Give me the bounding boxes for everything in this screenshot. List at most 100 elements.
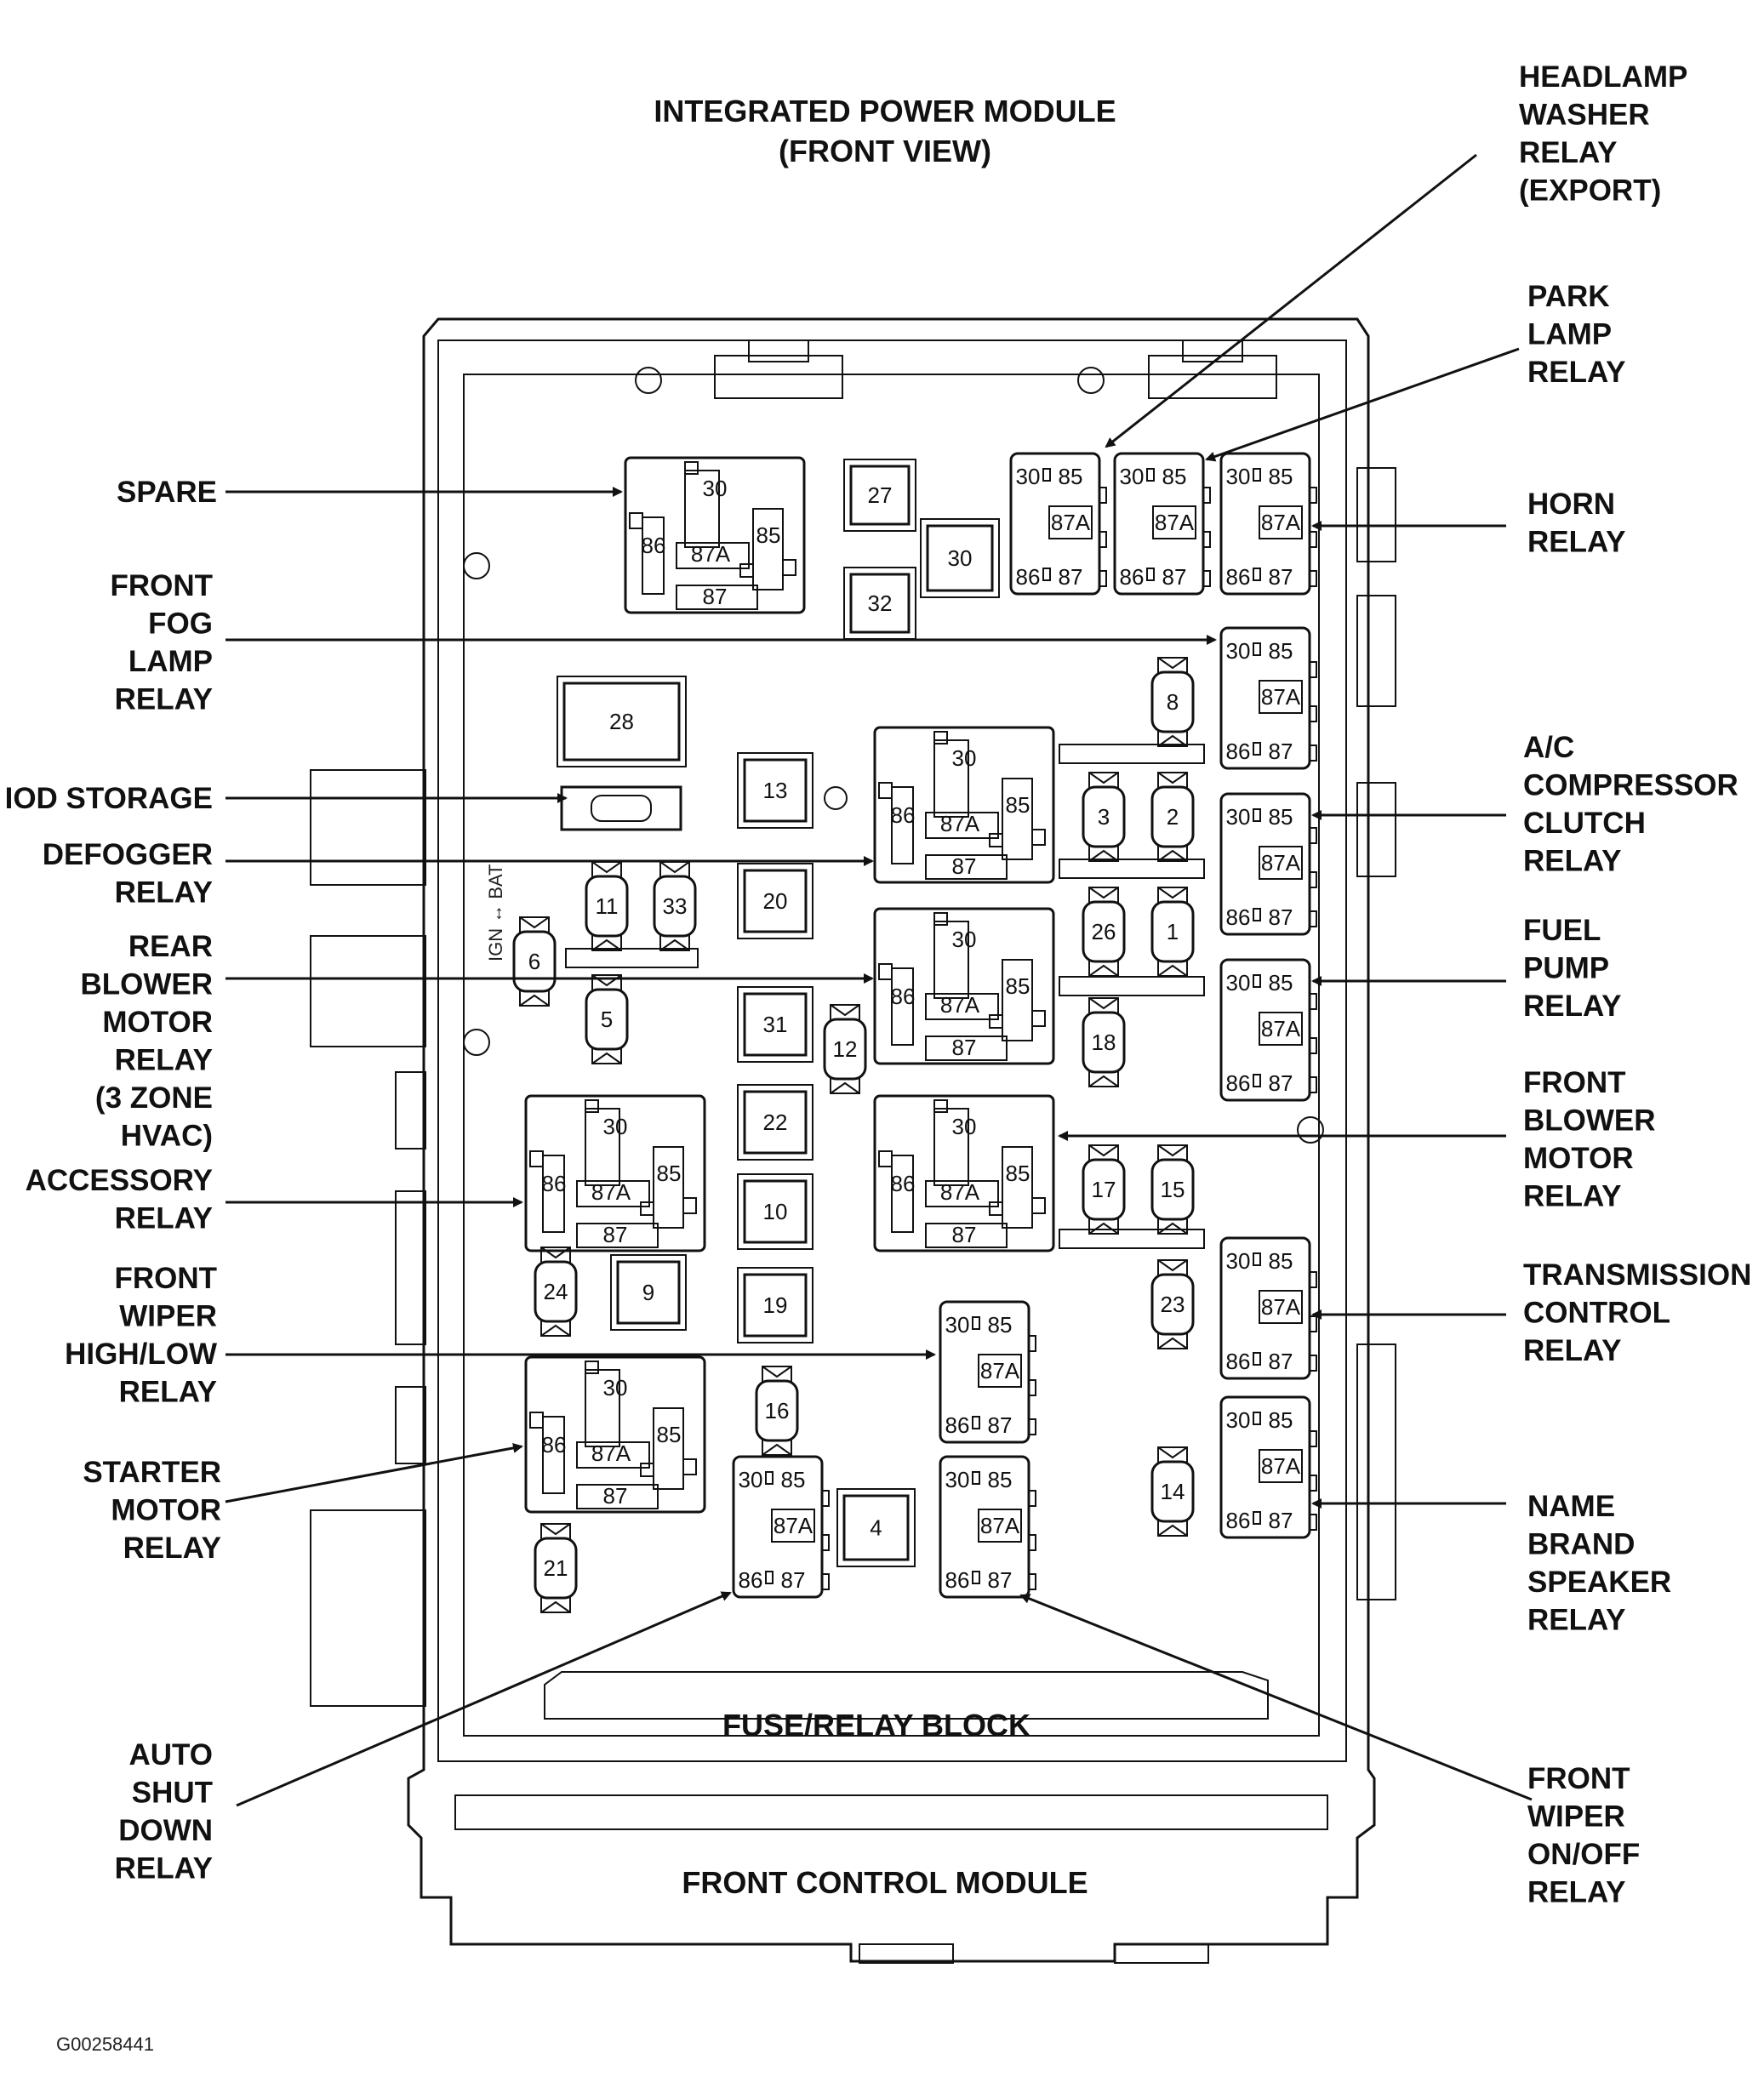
relay-pin-label: 30: [1226, 1248, 1251, 1274]
label-line: FRONT: [1523, 1066, 1626, 1099]
relay-pin-label: 87: [952, 1222, 977, 1247]
fuse-6: 6: [512, 916, 557, 1007]
label-line: RELAY: [1527, 356, 1625, 389]
relay-pin-label: 30: [1226, 464, 1251, 489]
label-line: WIPER: [1527, 1800, 1625, 1834]
fuse-number: 6: [528, 949, 540, 974]
label-line: RELAY: [1527, 526, 1625, 559]
label-iod-storage: IOD STORAGE: [5, 782, 213, 815]
relay-pin-label: 85: [1269, 804, 1293, 830]
fuse-number: 15: [1161, 1177, 1185, 1202]
relay-pin-label: 87: [988, 1412, 1013, 1438]
label-line: RELAY: [115, 1852, 213, 1885]
label-line: RELAY: [115, 1202, 213, 1235]
relay-pin-label: 86: [542, 1171, 567, 1196]
fuse-number: 20: [763, 888, 788, 914]
fuse-4: 4: [836, 1488, 916, 1567]
relay-pin-label: 85: [1269, 638, 1293, 664]
relay-pin-label: 30: [1120, 464, 1145, 489]
relay-pin-label: 86: [891, 1171, 916, 1196]
relay-pin-label: 85: [1269, 970, 1293, 996]
relay-pin-label: 30: [945, 1467, 970, 1492]
front-control-module-label: FRONT CONTROL MODULE: [682, 1865, 1088, 1900]
label-line: (3 ZONE: [95, 1081, 213, 1115]
fuse-23: 23: [1150, 1259, 1195, 1349]
label-line: ACCESSORY: [26, 1164, 213, 1197]
label-line: BLOWER: [80, 968, 213, 1001]
relay-pin-label: 87A: [1261, 510, 1301, 535]
fuse-28: 28: [557, 676, 687, 767]
relay-pin-label: 30: [952, 1114, 977, 1139]
label-line: SHUT: [132, 1777, 213, 1810]
relay-pin-label: 85: [1162, 464, 1187, 489]
front-control-module-text: FRONT CONTROL MODULE: [682, 1865, 1088, 1900]
relay-pin-label: 87A: [774, 1513, 813, 1538]
relay-pin-label: 86: [1016, 564, 1041, 590]
small-relays: 30 85 87A 86 87 30 85 87A 86 87 30 85 87A 86 87 30 85 87A…: [732, 452, 1317, 1599]
label-line: WASHER: [1519, 99, 1650, 132]
relay-pin-label: 87A: [591, 1179, 631, 1205]
relay-pin-label: 87A: [691, 541, 731, 567]
relay-pin-label: 87A: [940, 1179, 980, 1205]
relay-pin-label: 87: [1162, 564, 1187, 590]
relay-pin-label: 85: [988, 1312, 1013, 1338]
label-line: BLOWER: [1523, 1104, 1656, 1138]
relay-pin-label: 86: [1226, 564, 1251, 590]
fuse-number: 21: [544, 1555, 568, 1581]
relay-pin-label: 85: [1269, 1248, 1293, 1274]
fuse-number: 13: [763, 778, 788, 803]
fuse-number: 26: [1092, 919, 1116, 944]
fuse-27: 27: [843, 459, 916, 532]
label-line: FRONT: [110, 569, 213, 602]
relay-pin-label: 87A: [1261, 684, 1301, 710]
label-accessory-relay: ACCESSORY RELAY: [26, 1164, 213, 1235]
label-line: RELAY: [115, 1044, 213, 1077]
diagram-title: INTEGRATED POWER MODULE (FRONT VIEW): [654, 94, 1116, 168]
fuse-1: 1: [1150, 887, 1195, 977]
relay-pin-label: 87: [952, 853, 977, 879]
fuse-number: 32: [868, 590, 893, 616]
relay-pin-label: 87: [952, 1035, 977, 1060]
label-line: HORN: [1527, 488, 1615, 521]
front-blower-motor-relay: 30 85 87A 86 87: [873, 1094, 1055, 1252]
fuse-number: 33: [663, 893, 688, 919]
relay-pin-label: 30: [703, 476, 728, 501]
relay-pin-label: 30: [739, 1467, 763, 1492]
fuse-24: 24: [534, 1247, 578, 1337]
relay-pin-label: 30: [603, 1375, 628, 1401]
label-line: RELAY: [115, 876, 213, 910]
label-line: DEFOGGER: [43, 838, 213, 871]
relay-pin-label: 85: [1006, 1161, 1030, 1186]
relay-pin-label: 87: [1269, 1508, 1293, 1533]
large-relays: 308587A8687308587A8687308587A8687308587A…: [524, 456, 1055, 1514]
fuse-number: 18: [1092, 1030, 1116, 1055]
relay-pin-label: 30: [945, 1312, 970, 1338]
relay-pin-label: 86: [1226, 739, 1251, 764]
label-defogger-relay: DEFOGGER RELAY: [43, 838, 213, 910]
relay-pin-label: 86: [891, 984, 916, 1009]
fuse-bars: [565, 744, 1205, 1249]
relay-pin-label: 30: [1016, 464, 1041, 489]
label-line: FOG: [148, 608, 213, 641]
label-line: LAMP: [1527, 318, 1612, 351]
fuse-20: 20: [737, 863, 813, 939]
fuse-9: 9: [610, 1254, 687, 1331]
label-line: CLUTCH: [1523, 807, 1646, 840]
relay-pin-label: 85: [1006, 973, 1030, 999]
